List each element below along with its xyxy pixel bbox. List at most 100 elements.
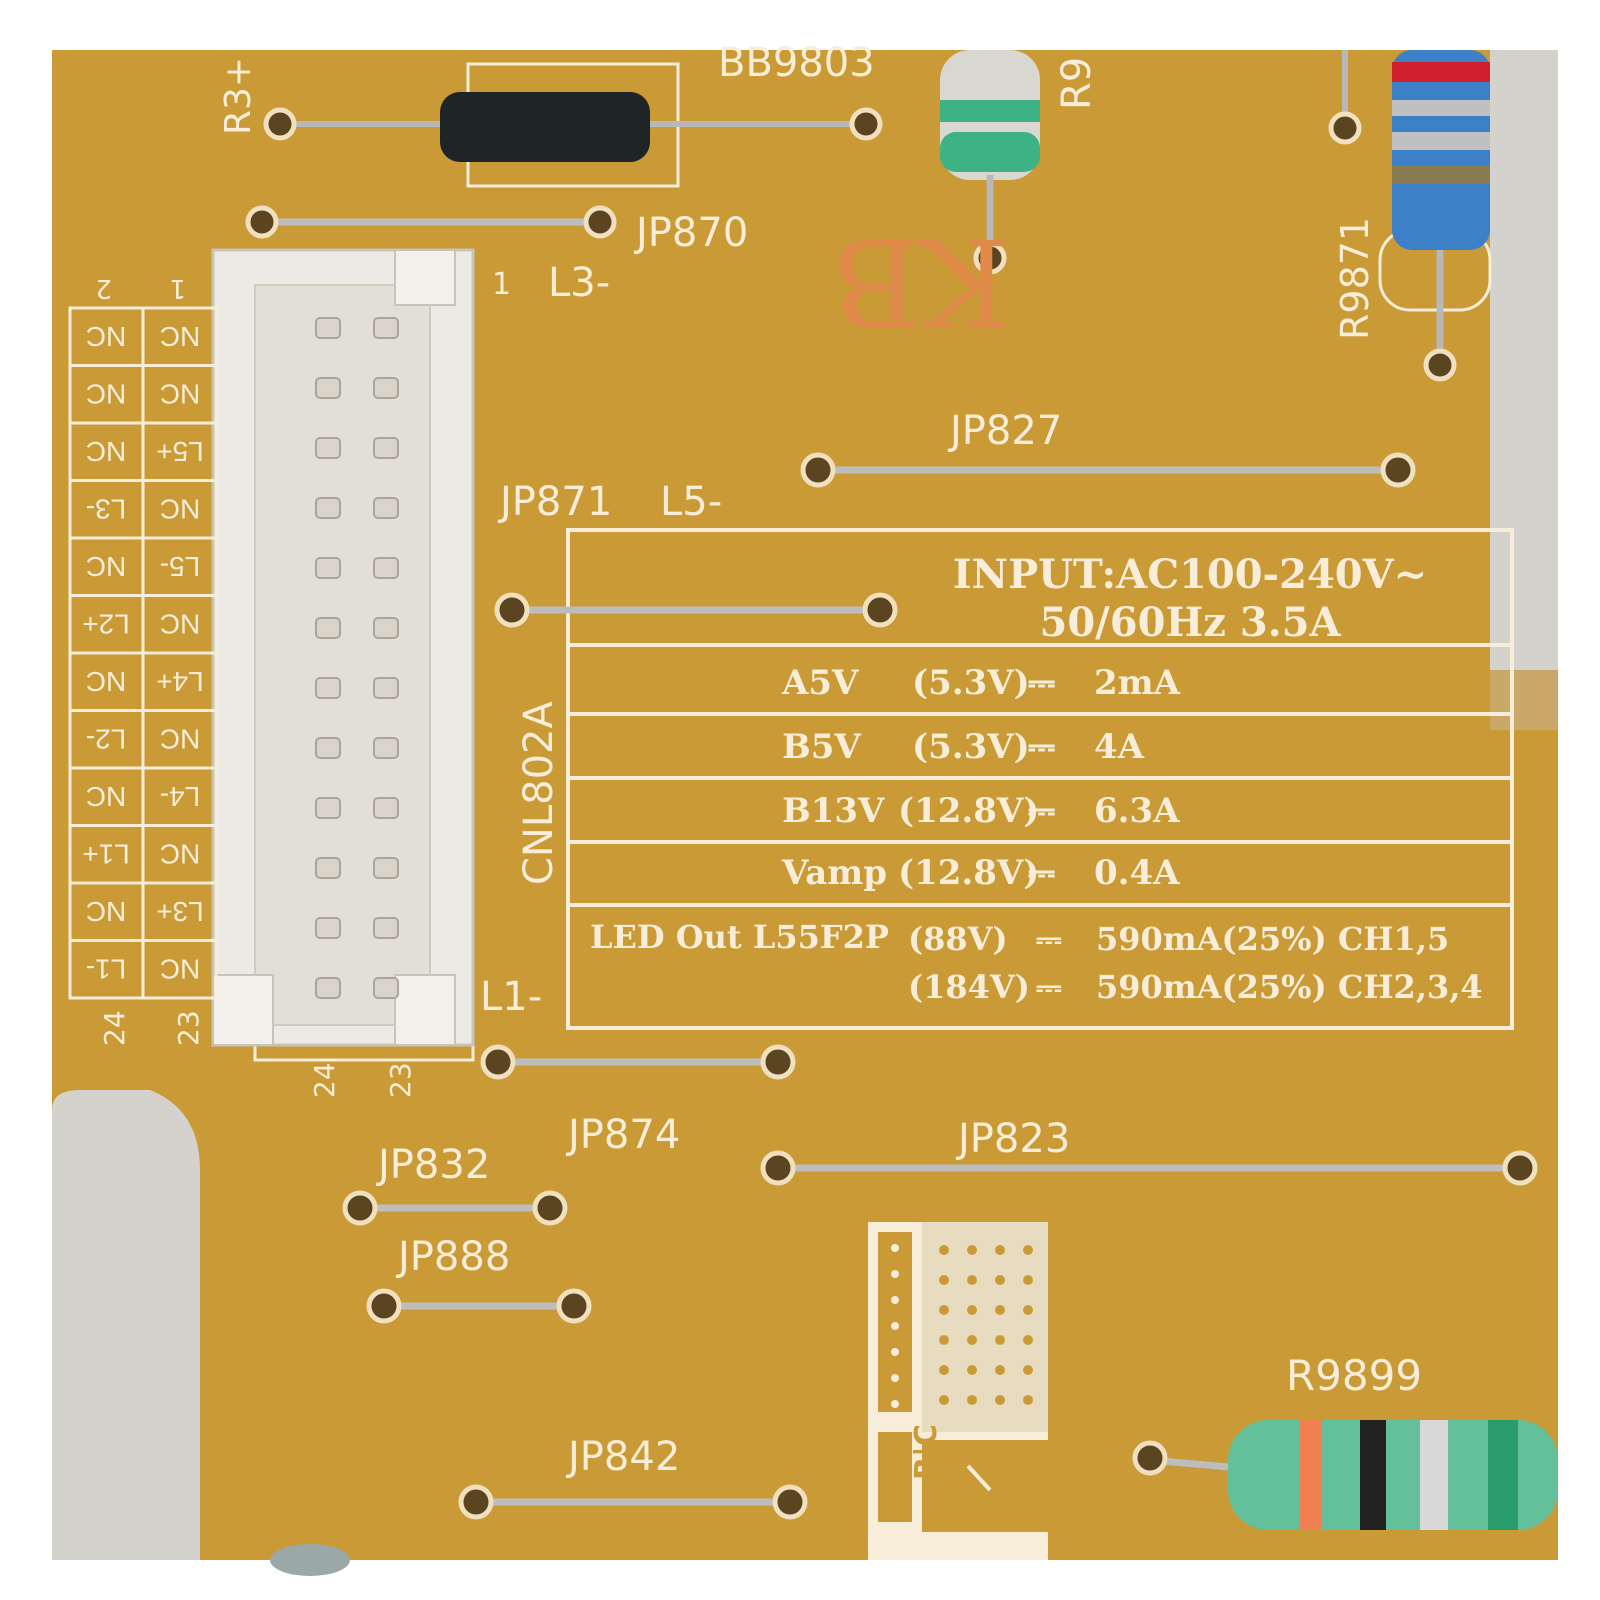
- led-current: 590mA(25%) CH2,3,4: [1096, 968, 1483, 1006]
- test-dot: [995, 1245, 1005, 1255]
- spec-row-b5v: B5V (5.3V) ⎓ 4A: [782, 727, 1145, 767]
- pin-assignment-cell: NC: [86, 378, 126, 409]
- rail-name: Vamp: [781, 853, 887, 893]
- pad: [263, 107, 297, 141]
- pin-assignment-cell: NC: [160, 493, 200, 524]
- test-dot: [995, 1365, 1005, 1375]
- pad: [342, 1190, 378, 1226]
- pin-assignment-cell: NC: [160, 321, 200, 352]
- label-l3-minus: L3-: [548, 260, 610, 306]
- resistor-band: [1300, 1420, 1322, 1530]
- pin-assignment-cell: L3-: [86, 493, 126, 524]
- connector-pin: [315, 497, 341, 519]
- connector-pin: [373, 857, 399, 879]
- connector-latch: [394, 249, 456, 306]
- resistor-band: [1392, 132, 1490, 150]
- gray-cutout-right: [1490, 50, 1558, 670]
- gray-cutout-left: [52, 1090, 200, 1560]
- pin-assignment-cell: NC: [86, 321, 126, 352]
- pad: [556, 1288, 592, 1324]
- pad: [800, 452, 836, 488]
- pad: [494, 592, 530, 628]
- test-dot: [995, 1395, 1005, 1405]
- connector-pin: [315, 797, 341, 819]
- pin-1-mark-right: 1: [492, 267, 511, 302]
- pin-assignment-cell: NC: [160, 608, 200, 639]
- test-dot: [939, 1275, 949, 1285]
- pad: [760, 1044, 796, 1080]
- connector-pin: [373, 737, 399, 759]
- pin-assignment-cell: NC: [160, 723, 200, 754]
- resistor-band: [1420, 1420, 1448, 1530]
- connector-pin: [315, 437, 341, 459]
- connector-cavity: [254, 284, 431, 1026]
- pad: [973, 241, 1007, 275]
- pin-assignment-cell: L2+: [82, 608, 130, 639]
- pin-assignment-cell: NC: [86, 436, 126, 467]
- rail-current: 6.3A: [1094, 791, 1180, 831]
- dc-symbol-icon: ⎓: [1036, 968, 1062, 1006]
- connector-pin: [373, 977, 399, 999]
- connector-pin: [315, 677, 341, 699]
- test-dot: [1023, 1395, 1033, 1405]
- label-jp874: JP874: [565, 1112, 680, 1158]
- connector-pin: [373, 497, 399, 519]
- rail-name: A5V: [781, 663, 859, 703]
- test-dot: [891, 1374, 899, 1382]
- spec-row-a5v: A5V (5.3V) ⎓ 2mA: [781, 663, 1181, 703]
- test-pad-block: [868, 1222, 1048, 1560]
- connector-pin: [315, 917, 341, 939]
- connector-pins: [315, 317, 399, 999]
- test-dot: [967, 1365, 977, 1375]
- test-dot: [995, 1305, 1005, 1315]
- test-dot: [939, 1245, 949, 1255]
- test-dot: [967, 1335, 977, 1345]
- label-jp842: JP842: [565, 1434, 680, 1480]
- label-bb9803: BB9803: [718, 40, 875, 86]
- pin-assignment-cell: NC: [86, 781, 126, 812]
- test-dot: [995, 1335, 1005, 1345]
- test-dot: [967, 1305, 977, 1315]
- label-cnl802a: CNL802A: [516, 701, 562, 885]
- pin-mark-23: 23: [172, 1010, 205, 1046]
- resistor-band: [1392, 62, 1490, 82]
- rail-name: B13V: [782, 791, 885, 831]
- rail-current: 0.4A: [1094, 853, 1180, 893]
- resistor-band: [1392, 166, 1490, 184]
- test-dot: [939, 1305, 949, 1315]
- board-edge-right: [1490, 670, 1558, 730]
- connector-pin: [373, 437, 399, 459]
- spec-row-vamp: Vamp (12.8V) ⎓ 0.4A: [781, 853, 1180, 893]
- label-r9871: R9871: [1333, 217, 1377, 340]
- resistor-band: [1488, 1420, 1518, 1530]
- pin-assignment-cell: L2-: [86, 723, 126, 754]
- connector-pin: [315, 977, 341, 999]
- connector-latch: [212, 974, 274, 1046]
- input-rating-line1: INPUT:AC100-240V~: [953, 551, 1427, 598]
- pin-assignment-cell: NC: [86, 666, 126, 697]
- test-dot: [1023, 1275, 1033, 1285]
- rail-voltage: (12.8V): [898, 853, 1039, 893]
- rail-voltage: (12.8V): [898, 791, 1039, 831]
- pad: [772, 1484, 808, 1520]
- pin-assignment-cell: NC: [160, 838, 200, 869]
- pin-mark-2: 2: [95, 273, 112, 303]
- pin-assignment-cell: NC: [86, 551, 126, 582]
- connector-pin: [373, 377, 399, 399]
- test-dot: [939, 1395, 949, 1405]
- resistor-band: [940, 132, 1040, 172]
- spec-table: [566, 528, 1514, 1030]
- rail-name: B5V: [782, 727, 861, 767]
- bottom-mark-23: 23: [384, 1062, 417, 1098]
- pin-assignment-cell: NC: [160, 953, 200, 984]
- connector-pin: [373, 917, 399, 939]
- pad: [1423, 348, 1457, 382]
- connector-pin: [373, 317, 399, 339]
- label-jp832: JP832: [375, 1142, 490, 1188]
- dc-symbol-icon: ⎓: [1028, 663, 1055, 703]
- pin-assignment-cell: L3+: [156, 896, 204, 927]
- label-bc: B|C: [909, 1424, 944, 1480]
- pad: [366, 1288, 402, 1324]
- test-dot: [967, 1395, 977, 1405]
- test-dot: [939, 1365, 949, 1375]
